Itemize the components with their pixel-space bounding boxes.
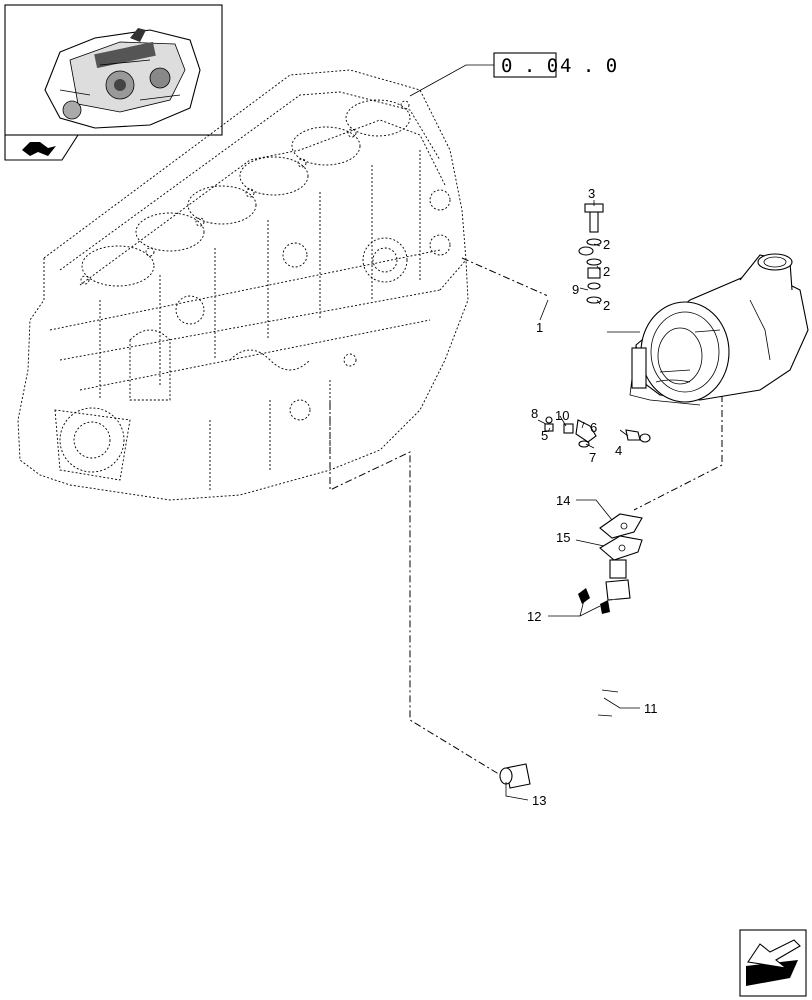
- callout-6[interactable]: 6: [590, 420, 597, 435]
- callout-2b[interactable]: 2: [603, 264, 610, 279]
- callout-5[interactable]: 5: [541, 428, 548, 443]
- callout-4[interactable]: 4: [615, 443, 622, 458]
- callout-8[interactable]: 8: [531, 406, 538, 421]
- callout-12[interactable]: 12: [527, 609, 541, 624]
- callout-10[interactable]: 10: [555, 408, 569, 423]
- engine-block: [17, 69, 469, 501]
- turbocharger: [629, 253, 809, 406]
- callout-1[interactable]: 1: [536, 320, 543, 335]
- oil-feed-pipe: [546, 246, 651, 443]
- callout-7[interactable]: 7: [589, 450, 596, 465]
- callout-11[interactable]: 11: [644, 701, 658, 716]
- back-arrow-icon[interactable]: [22, 142, 56, 156]
- banjo-bolt-stack: [584, 203, 604, 304]
- small-fittings: [544, 416, 641, 448]
- callout-9[interactable]: 9: [572, 282, 579, 297]
- callout-15[interactable]: 15: [556, 530, 570, 545]
- oil-return-pipe: [499, 513, 643, 789]
- engine-thumbnail[interactable]: [4, 4, 223, 161]
- reference-code-rest: 4 . 0: [560, 55, 617, 77]
- callout-labels: 3 2 2 9 2 1 8 10 5 6 4 7 14 15 12 11 13: [527, 186, 658, 808]
- reference-code-boxed: 0 . 0: [501, 55, 558, 77]
- reference-code[interactable]: 0 . 0 4 . 0: [409, 52, 617, 97]
- engine-thumbnail-icon: [44, 28, 201, 129]
- callout-2c[interactable]: 2: [603, 298, 610, 313]
- callout-2a[interactable]: 2: [603, 237, 610, 252]
- callout-14[interactable]: 14: [556, 493, 570, 508]
- next-page-icon[interactable]: [739, 929, 807, 997]
- callout-leaders: [505, 200, 640, 801]
- callout-13[interactable]: 13: [532, 793, 546, 808]
- callout-3[interactable]: 3: [588, 186, 595, 201]
